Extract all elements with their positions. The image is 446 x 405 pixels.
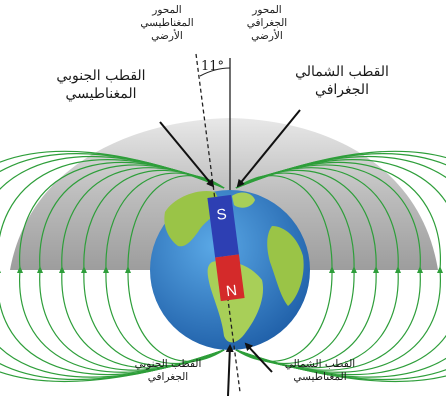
field-line-right-8 [235,153,446,381]
field-arrow-right-0 [329,266,335,273]
label-magnetic-north-pole: القطب الشمالي المغناطيسي [284,358,356,384]
continent-africa [267,226,304,306]
angle-arc [199,67,231,77]
field-arrow-right-5 [437,266,443,273]
field-arrow-left-0 [125,266,131,273]
magnet-north-half [215,254,245,302]
field-line-right-7 [235,155,446,378]
field-arrow-right-4 [417,266,423,273]
continent-greenland [232,192,255,208]
label-geographic-axis: المحور الجغرافي الأرضي [246,4,288,43]
field-line-right-6 [235,159,446,376]
label-angle: 11° [201,59,225,74]
label-geographic-north-pole: القطب الشمالي الجغرافي [295,64,389,98]
pointer-geographic-south-pole [225,344,234,397]
continent-north-america [164,190,222,247]
field-line-left-7 [0,155,225,378]
magnet-north-letter: N [225,282,238,300]
magnet-south-half [207,194,239,258]
label-magnetic-south-pole: القطب الجنوبي المغناطيسي [56,68,146,102]
field-line-left-9 [0,150,225,382]
field-line-right-9 [235,150,446,382]
pointer-magnetic-north-pole [244,342,273,373]
field-line-left-6 [0,159,225,376]
bar-magnet: S N [207,194,245,302]
field-lines [0,150,446,382]
field-arrow-left-4 [37,266,43,273]
field-arrow-left-3 [59,266,65,273]
field-line-left-8 [0,153,225,381]
field-arrow-right-1 [351,266,357,273]
pointer-magnetic-south-pole [159,121,215,188]
label-geographic-south-pole: القطب الجنوبي الجغرافي [134,358,202,384]
label-magnetic-axis: المحور المغناطيسي الأرضي [140,4,194,43]
field-arrow-right-3 [395,266,401,273]
field-arrow-left-1 [103,266,109,273]
field-arrow-right-2 [373,266,379,273]
magnet-south-letter: S [216,206,228,224]
field-arrow-left-2 [81,266,87,273]
field-arrow-left-6 [0,270,1,273]
field-arrow-left-5 [17,266,23,273]
pointer-geographic-north-pole [236,109,301,188]
